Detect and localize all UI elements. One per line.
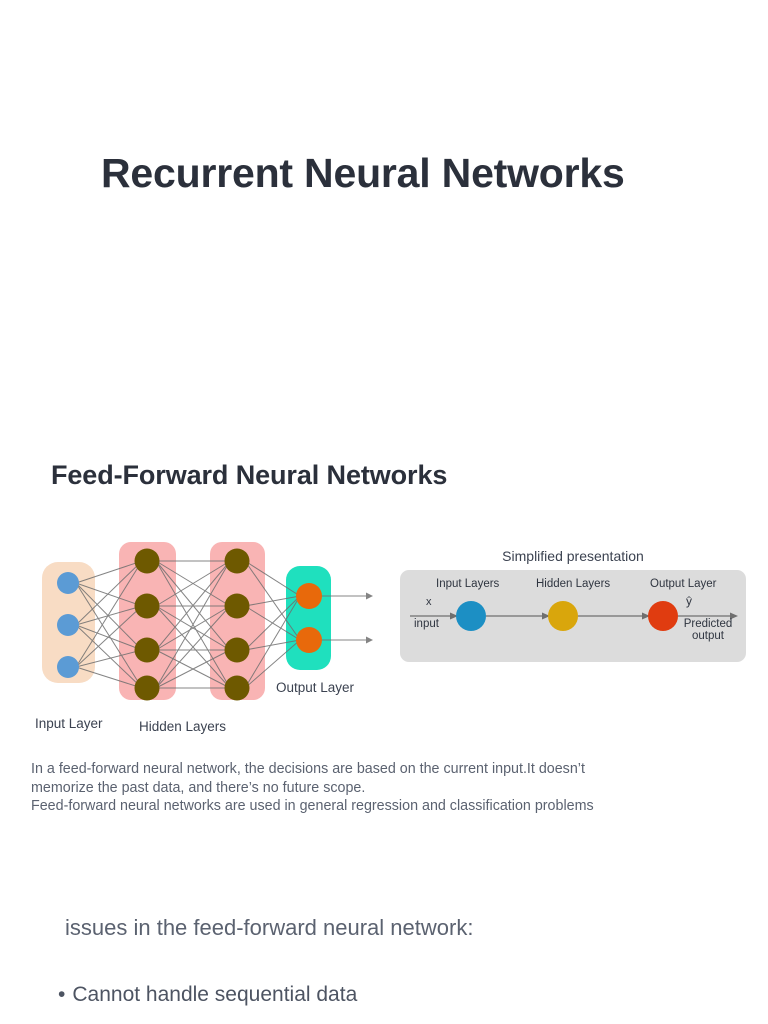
simplified-input-layers-label: Input Layers — [436, 578, 500, 590]
simplified-hidden-layers-label: Hidden Layers — [536, 578, 611, 590]
input-symbol-label: x — [426, 596, 432, 608]
input-node — [57, 614, 79, 636]
input-node — [57, 656, 79, 678]
simplified-hidden-node — [548, 601, 578, 631]
hidden-node — [224, 548, 250, 574]
output-layer-label: Output Layer — [276, 680, 355, 695]
issues-heading: issues in the feed-forward neural networ… — [65, 915, 474, 940]
body-line-3: Feed-forward neural networks are used in… — [31, 798, 594, 814]
feed-forward-network-diagram: Input Layer Hidden Layers Output Layer — [24, 538, 390, 738]
ffnn-nodes — [57, 548, 322, 701]
hidden-layers-label: Hidden Layers — [139, 719, 227, 734]
hidden-node — [224, 675, 250, 701]
ffnn-edges — [75, 560, 373, 689]
page-title: Recurrent Neural Networks — [101, 150, 625, 196]
list-item: • Cannot handle sequential data — [58, 980, 698, 1010]
simplified-graphic — [410, 601, 738, 631]
input-node — [57, 572, 79, 594]
list-item-label: Cannot handle sequential data — [72, 983, 358, 1006]
output-layer-box — [286, 566, 331, 670]
input-word-label: input — [414, 618, 439, 630]
body-line-1: In a feed-forward neural network, the de… — [31, 761, 585, 777]
issues-list: • Cannot handle sequential data — [58, 980, 698, 1010]
hidden-node — [224, 593, 250, 619]
hidden-node — [134, 593, 160, 619]
input-layer-label: Input Layer — [35, 716, 103, 731]
bullet-icon: • — [58, 983, 66, 1006]
simplified-output-node — [648, 601, 678, 631]
hidden-layer-1-box — [119, 542, 176, 700]
predicted-output-caption: Predicted output — [683, 618, 733, 642]
hidden-layer-2-box — [210, 542, 265, 700]
section-heading: Feed-Forward Neural Networks — [51, 460, 448, 490]
simplified-presentation-diagram: Simplified presentation Input Layers — [398, 548, 748, 683]
hidden-node — [224, 637, 250, 663]
predicted-output-symbol-label: ŷ — [686, 594, 692, 608]
ffnn-graphic — [42, 542, 373, 701]
hidden-node — [134, 637, 160, 663]
figures-row: Input Layer Hidden Layers Output Layer S… — [0, 538, 768, 743]
output-node — [296, 583, 322, 609]
hidden-node — [134, 675, 160, 701]
simplified-diagram-title: Simplified presentation — [502, 548, 644, 564]
simplified-input-node — [456, 601, 486, 631]
body-paragraph: In a feed-forward neural network, the de… — [31, 760, 731, 816]
simplified-output-layer-label: Output Layer — [650, 578, 717, 590]
body-line-2: memorize the past data, and there’s no f… — [31, 779, 366, 796]
simplified-arrows — [410, 612, 738, 620]
hidden-node — [134, 548, 160, 574]
output-node — [296, 627, 322, 653]
